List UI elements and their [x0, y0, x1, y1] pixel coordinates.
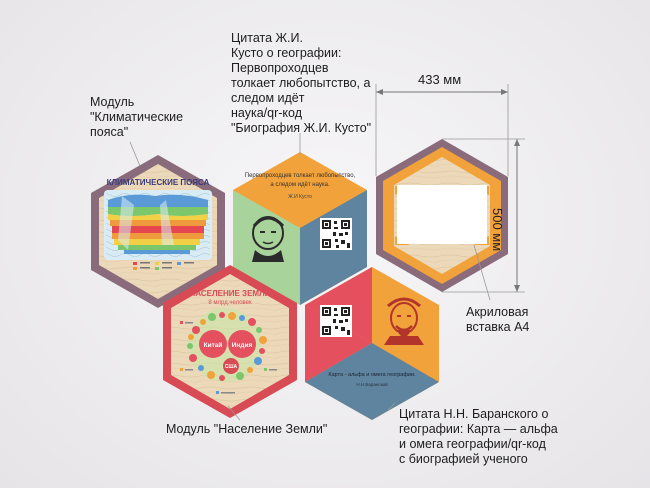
- hex-population: НАСЕЛЕНИЕ ЗЕМЛИ 8 млрд.человек Китай Инд…: [163, 265, 297, 418]
- population-title: НАСЕЛЕНИЕ ЗЕМЛИ: [190, 289, 271, 298]
- leader-acrylic: [473, 244, 491, 301]
- height-dimension: [442, 138, 525, 293]
- cousteau-quote-line2: а следом идёт наука.: [270, 182, 330, 188]
- label-height-dim: 500 мм: [490, 208, 505, 252]
- population-subtitle: 8 млрд.человек: [208, 300, 252, 306]
- population-legend: [180, 321, 277, 394]
- label-quote-baransky: Цитата Н.Н. Баранского о географии: Карт…: [399, 407, 558, 466]
- baransky-author: Н.Н Баранский: [356, 381, 388, 387]
- cousteau-author: Ж.И Кусто: [288, 194, 312, 200]
- label-module-population: Модуль "Население Земли": [166, 422, 328, 436]
- leader-climate: [129, 141, 141, 167]
- label-acrylic: Акриловая вставка А4: [466, 305, 530, 334]
- hex-cousteau: Первопроходцев толкает любопытство, а сл…: [233, 152, 367, 305]
- leader-baransky: [387, 402, 396, 411]
- cousteau-portrait: [252, 216, 285, 262]
- acrylic-window: [397, 185, 487, 244]
- climate-map: [104, 190, 212, 260]
- cousteau-qr-code: [320, 218, 352, 250]
- population-china: Китай: [204, 341, 223, 349]
- baransky-portrait: [384, 297, 424, 345]
- population-bubbles: [187, 308, 267, 382]
- climate-title: КЛИМАТИЧЕСКИЕ ПОЯСА: [107, 178, 210, 187]
- label-quote-cousteau: Цитата Ж.И. Кусто о географии: Первопрох…: [231, 31, 372, 135]
- climate-legend: [133, 262, 194, 270]
- width-dimension: [375, 84, 509, 176]
- population-usa: США: [225, 364, 238, 370]
- hex-baransky: Карта - альфа и омега географии. Н.Н Бар…: [305, 267, 439, 420]
- label-module-climate: Модуль "Климатические пояса": [90, 95, 184, 139]
- leader-population: [227, 405, 241, 421]
- label-width-dim: 433 мм: [418, 72, 462, 87]
- baransky-quote: Карта - альфа и омега географии.: [328, 372, 416, 378]
- baransky-qr-code: [320, 305, 352, 337]
- population-india: Индия: [232, 342, 253, 349]
- hex-climate: КЛИМАТИЧЕСКИЕ ПОЯСА: [91, 155, 225, 308]
- hex-acrylic: [376, 139, 508, 292]
- cousteau-quote-line1: Первопроходцев толкает любопытство,: [245, 173, 356, 179]
